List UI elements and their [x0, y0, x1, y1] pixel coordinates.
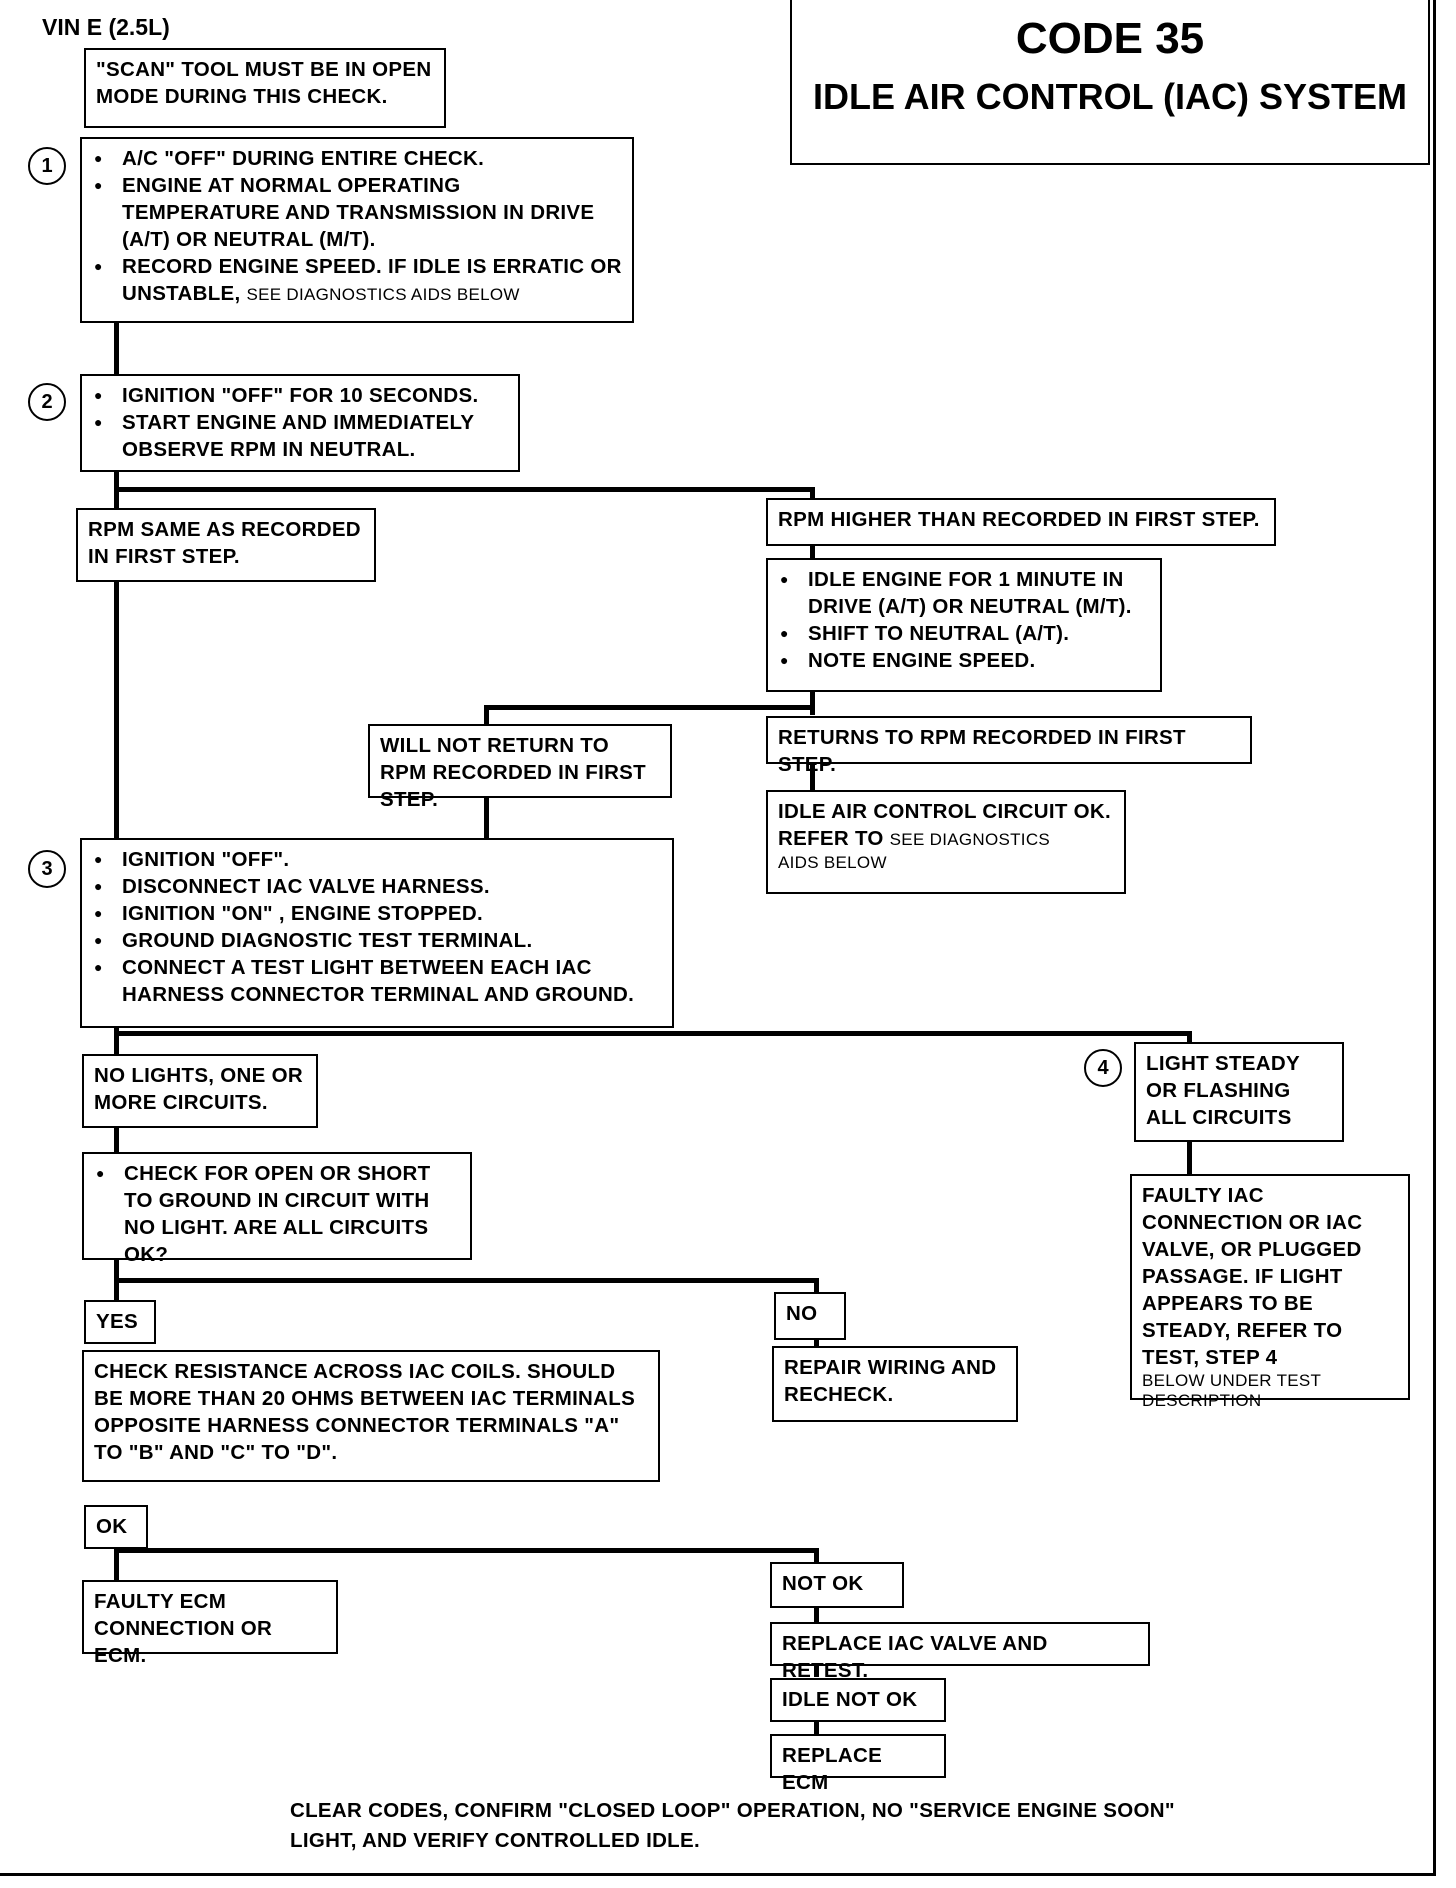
replace-iac-box: REPLACE IAC VALVE AND RETEST.: [770, 1622, 1150, 1682]
split-rpm-v: [810, 487, 815, 507]
faulty-iac-note: BELOW UNDER TEST DESCRIPTION: [1142, 1371, 1321, 1410]
step-3-item: GROUND DIAGNOSTIC TEST TERMINAL.: [92, 927, 662, 954]
step-2-box: IGNITION "OFF" FOR 10 SECONDS. START ENG…: [80, 374, 520, 472]
main-trunk-top: [114, 318, 119, 378]
step-3-item: IGNITION "ON" , ENGINE STOPPED.: [92, 900, 662, 927]
faulty-ecm-text: FAULTY ECM CONNECTION OR ECM.: [94, 1590, 273, 1667]
step-3-marker: 3: [28, 850, 66, 888]
no-lights-text: NO LIGHTS, ONE OR MORE CIRCUITS.: [94, 1064, 303, 1114]
idle-step-item: IDLE ENGINE FOR 1 MINUTE IN DRIVE (A/T) …: [778, 566, 1150, 620]
replace-to-idle: [814, 1663, 819, 1677]
iac-refer-text: REFER TO: [778, 827, 890, 850]
step-3-item: CONNECT A TEST LIGHT BETWEEN EACH IAC HA…: [92, 954, 662, 1008]
replace-ecm-box: REPLACE ECM: [770, 1734, 946, 1794]
faulty-ecm-box: FAULTY ECM CONNECTION OR ECM.: [82, 1580, 338, 1667]
will-not-stub: [484, 705, 489, 725]
idle-step-item: NOTE ENGINE SPEED.: [778, 647, 1150, 674]
step-1-marker: 1: [28, 147, 66, 185]
scan-tool-text: "SCAN" TOOL MUST BE IN OPEN MODE DURING …: [96, 58, 432, 108]
repair-wiring-box: REPAIR WIRING AND RECHECK.: [772, 1346, 1018, 1422]
step-1-box: A/C "OFF" DURING ENTIRE CHECK. ENGINE AT…: [80, 137, 634, 323]
returns-to-rpm-text: RETURNS TO RPM RECORDED IN FIRST STEP.: [778, 726, 1186, 776]
iac-circuit-ok-box: IDLE AIR CONTROL CIRCUIT OK. REFER TO SE…: [766, 790, 1126, 894]
iac-diagnostics-note: SEE DIAGNOSTICS: [889, 830, 1051, 849]
split-return-v: [810, 690, 815, 715]
iac-refer-line: REFER TO SEE DIAGNOSTICS: [778, 825, 1114, 852]
check-open-text: CHECK FOR OPEN OR SHORT TO GROUND IN CIR…: [94, 1160, 460, 1268]
trunk-to-yes: [114, 1250, 119, 1300]
faulty-iac-box: FAULTY IAC CONNECTION OR IAC VALVE, OR P…: [1130, 1174, 1410, 1410]
vin-label: VIN E (2.5L): [42, 14, 170, 40]
scan-tool-note: "SCAN" TOOL MUST BE IN OPEN MODE DURING …: [84, 48, 446, 128]
idle-step-item: SHIFT TO NEUTRAL (A/T).: [778, 620, 1150, 647]
no-lights-box: NO LIGHTS, ONE OR MORE CIRCUITS.: [82, 1054, 318, 1128]
rpm-same-box: RPM SAME AS RECORDED IN FIRST STEP.: [76, 508, 376, 582]
idle-not-ok-text: IDLE NOT OK: [782, 1688, 918, 1711]
split-lights-h: [114, 1031, 1192, 1036]
footer-line-1: CLEAR CODES, CONFIRM "CLOSED LOOP" OPERA…: [290, 1799, 1175, 1822]
yes-text: YES: [96, 1310, 138, 1333]
idle-to-ecm: [814, 1722, 819, 1734]
check-open-box: CHECK FOR OPEN OR SHORT TO GROUND IN CIR…: [82, 1152, 472, 1266]
repair-wiring-text: REPAIR WIRING AND RECHECK.: [784, 1356, 997, 1406]
step-2-item: IGNITION "OFF" FOR 10 SECONDS.: [92, 382, 508, 409]
will-not-return-box: WILL NOT RETURN TO RPM RECORDED IN FIRST…: [368, 724, 672, 811]
ok-to-faulty-ecm: [114, 1548, 119, 1584]
no-label: NO: [774, 1292, 846, 1340]
returns-to-rpm-box: RETURNS TO RPM RECORDED IN FIRST STEP.: [766, 716, 1252, 776]
footer-instructions: CLEAR CODES, CONFIRM "CLOSED LOOP" OPERA…: [290, 1796, 1175, 1856]
page-frame: [0, 0, 1436, 1876]
ok-text: OK: [96, 1515, 128, 1538]
idle-engine-box: IDLE ENGINE FOR 1 MINUTE IN DRIVE (A/T) …: [766, 558, 1162, 692]
ok-label: OK: [84, 1505, 148, 1549]
split-yesno-v: [814, 1278, 819, 1292]
step-2-marker: 2: [28, 383, 66, 421]
split-ok-h: [114, 1548, 818, 1553]
iac-aids-below: AIDS BELOW: [778, 853, 887, 872]
rpm-same-text: RPM SAME AS RECORDED IN FIRST STEP.: [88, 518, 361, 568]
step-1-item: A/C "OFF" DURING ENTIRE CHECK.: [92, 145, 622, 172]
returns-to-ok: [810, 762, 815, 790]
chart-title: IDLE AIR CONTROL (IAC) SYSTEM: [813, 76, 1407, 117]
replace-ecm-text: REPLACE ECM: [782, 1744, 883, 1794]
notok-to-replace: [814, 1607, 819, 1625]
steady-to-faulty: [1187, 1140, 1192, 1176]
iac-circuit-ok-text: IDLE AIR CONTROL CIRCUIT OK.: [778, 800, 1111, 823]
step-1-item: RECORD ENGINE SPEED. IF IDLE IS ERRATIC …: [92, 253, 622, 307]
split-return-h: [484, 705, 814, 710]
replace-iac-text: REPLACE IAC VALVE AND RETEST.: [782, 1632, 1048, 1682]
rpm-higher-box: RPM HIGHER THAN RECORDED IN FIRST STEP.: [766, 498, 1276, 546]
will-not-return-text: WILL NOT RETURN TO RPM RECORDED IN FIRST…: [380, 734, 646, 811]
title-block: CODE 35 IDLE AIR CONTROL (IAC) SYSTEM: [790, 0, 1430, 165]
rpm-higher-text: RPM HIGHER THAN RECORDED IN FIRST STEP.: [778, 508, 1260, 531]
no-to-repair: [814, 1338, 819, 1350]
light-steady-box: LIGHT STEADY OR FLASHING ALL CIRCUITS: [1134, 1042, 1344, 1142]
split-rpm-h: [114, 487, 814, 492]
faulty-iac-text: FAULTY IAC CONNECTION OR IAC VALVE, OR P…: [1142, 1184, 1363, 1369]
check-resistance-text: CHECK RESISTANCE ACROSS IAC COILS. SHOUL…: [94, 1360, 636, 1464]
no-text: NO: [786, 1302, 818, 1325]
yes-label: YES: [84, 1300, 156, 1344]
split-yesno-h: [114, 1278, 818, 1283]
light-steady-text: LIGHT STEADY OR FLASHING ALL CIRCUITS: [1146, 1052, 1300, 1129]
step-2-item: START ENGINE AND IMMEDIATELY OBSERVE RPM…: [92, 409, 508, 463]
idle-not-ok-box: IDLE NOT OK: [770, 1678, 946, 1722]
higher-to-idle: [810, 544, 815, 558]
not-ok-label: NOT OK: [770, 1562, 904, 1608]
footer-line-2: LIGHT, AND VERIFY CONTROLLED IDLE.: [290, 1829, 700, 1852]
check-resistance-box: CHECK RESISTANCE ACROSS IAC COILS. SHOUL…: [82, 1350, 660, 1482]
will-not-to-step3: [484, 795, 489, 839]
diagnostics-aids-note: SEE DIAGNOSTICS AIDS BELOW: [246, 285, 520, 304]
step-1-item-3-text: RECORD ENGINE SPEED. IF IDLE IS ERRATIC …: [122, 255, 622, 305]
step-3-item: DISCONNECT IAC VALVE HARNESS.: [92, 873, 662, 900]
step-4-marker: 4: [1084, 1049, 1122, 1087]
code-number: CODE 35: [1015, 14, 1205, 63]
step-3-item: IGNITION "OFF".: [92, 846, 662, 873]
not-ok-text: NOT OK: [782, 1572, 864, 1595]
split-lights-v: [1187, 1031, 1192, 1043]
step-1-item: ENGINE AT NORMAL OPERATING TEMPERATURE A…: [92, 172, 622, 253]
step-3-box: IGNITION "OFF". DISCONNECT IAC VALVE HAR…: [80, 838, 674, 1028]
